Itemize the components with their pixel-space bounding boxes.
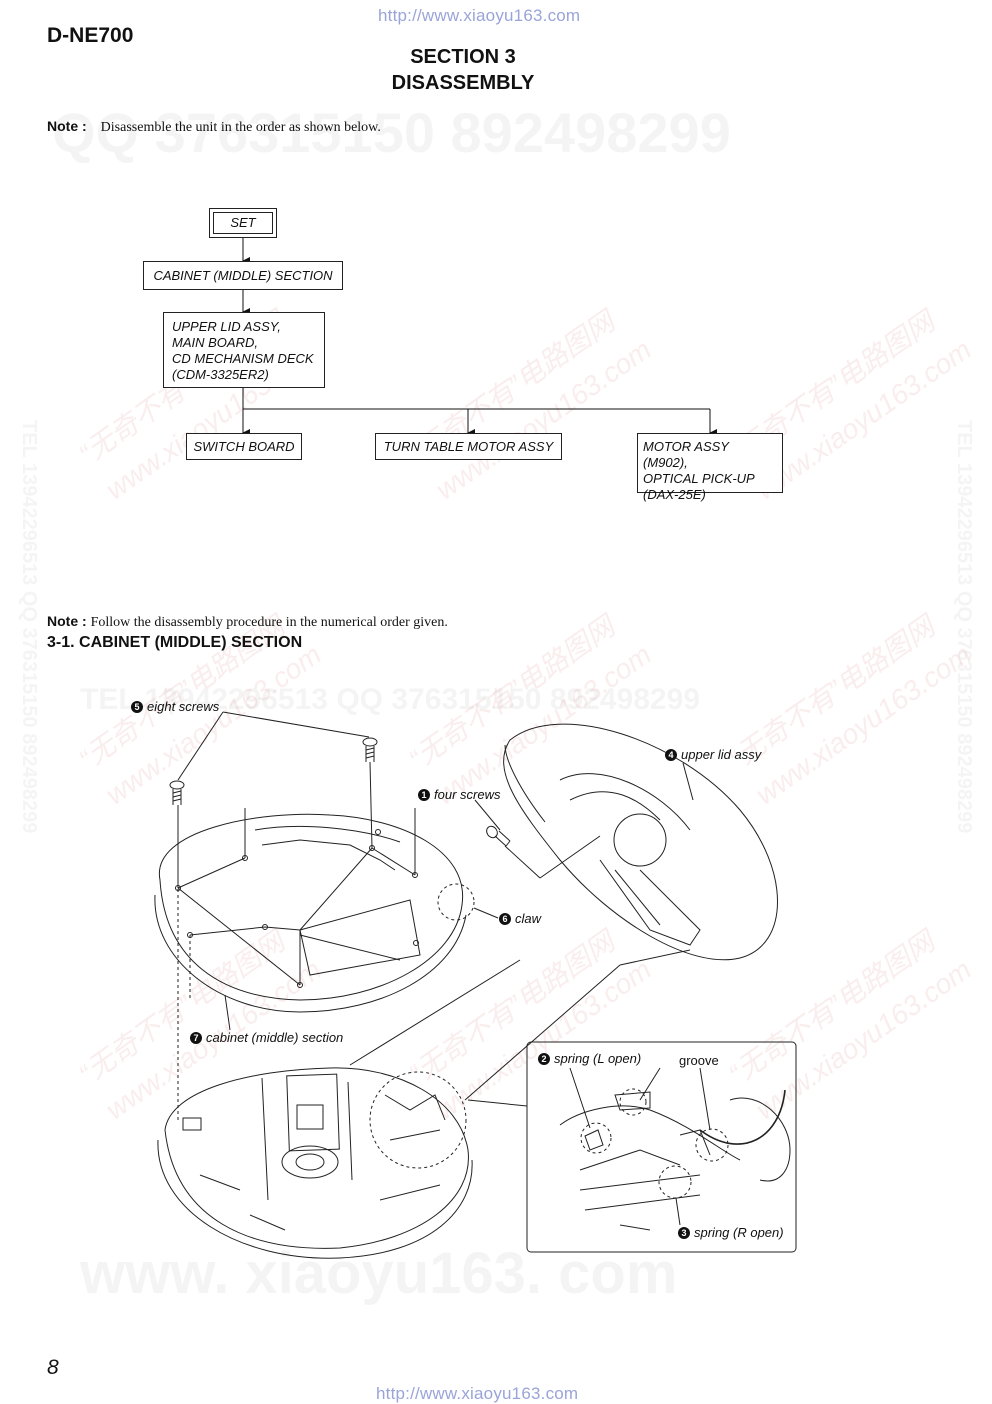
label-spring-r-open: 3 spring (R open) xyxy=(678,1225,784,1240)
label-four-screws-text: four screws xyxy=(434,787,501,802)
label-groove: groove xyxy=(679,1053,719,1068)
flow-box-set: SET xyxy=(209,208,277,238)
flow-box-set-inner: SET xyxy=(213,212,273,234)
label-eight-screws-text: eight screws xyxy=(147,699,220,714)
step-5-marker: 5 xyxy=(131,701,143,713)
flow-box-switch-board: SWITCH BOARD xyxy=(186,433,302,460)
subsection-title: 3-1. CABINET (MIDDLE) SECTION xyxy=(47,634,303,651)
top-url-link[interactable]: http://www.xiaoyu163.com xyxy=(378,6,581,25)
note-label: Note : xyxy=(47,118,87,134)
flow-upper-line-1: UPPER LID ASSY, xyxy=(172,319,281,334)
step-4-marker: 4 xyxy=(665,749,677,761)
step-7-marker: 7 xyxy=(190,1032,202,1044)
label-spring-r-text: spring (R open) xyxy=(694,1225,784,1240)
label-eight-screws: 5 eight screws xyxy=(131,699,219,714)
page-number: 8 xyxy=(47,1356,59,1379)
step-6-marker: 6 xyxy=(499,913,511,925)
exploded-view-diagram xyxy=(154,711,797,1259)
flow-box-turntable: TURN TABLE MOTOR ASSY xyxy=(375,433,562,460)
flow-motor-line-3: (DAX-25E) xyxy=(643,487,706,502)
flow-upper-line-3: CD MECHANISM DECK xyxy=(172,351,314,366)
label-cabinet-middle: 7 cabinet (middle) section xyxy=(190,1030,343,1045)
section-title: DISASSEMBLY xyxy=(391,72,535,94)
flow-upper-line-4: (CDM-3325ER2) xyxy=(172,367,269,382)
screw-left xyxy=(169,780,185,805)
note2-label: Note : xyxy=(47,613,87,629)
step-1-marker: 1 xyxy=(418,789,430,801)
step-3-marker: 3 xyxy=(678,1227,690,1239)
label-upper-lid-assy: 4 upper lid assy xyxy=(665,747,761,762)
label-spring-l-text: spring (L open) xyxy=(554,1051,642,1066)
screw-right xyxy=(362,737,378,762)
watermark-tel-mid: TEL 13942296513 QQ 376315150 892498299 xyxy=(80,683,700,717)
flow-upper-line-2: MAIN BOARD, xyxy=(172,335,258,350)
flow-box-cabinet: CABINET (MIDDLE) SECTION xyxy=(143,261,343,290)
note2-text: Follow the disassembly procedure in the … xyxy=(90,615,448,630)
label-claw-text: claw xyxy=(515,911,542,926)
label-four-screws: 1 four screws xyxy=(418,787,500,802)
bottom-url-link[interactable]: http://www.xiaoyu163.com xyxy=(376,1384,579,1403)
flow-motor-line-1: MOTOR ASSY (M902), xyxy=(643,439,729,470)
flow-box-motor-assy: MOTOR ASSY (M902), OPTICAL PICK-UP (DAX-… xyxy=(637,433,783,502)
note-procedure: Note : Follow the disassembly procedure … xyxy=(47,613,448,631)
note-text: Disassemble the unit in the order as sho… xyxy=(100,120,381,135)
flow-box-upper-lid: UPPER LID ASSY, MAIN BOARD, CD MECHANISM… xyxy=(163,312,325,388)
watermark-qq-top: QQ 376315150 892498299 xyxy=(52,100,731,165)
label-claw: 6 claw xyxy=(499,911,541,926)
note-disassemble-order: Note : Disassemble the unit in the order … xyxy=(47,118,381,136)
screw-four xyxy=(486,825,511,847)
section-number: SECTION 3 xyxy=(410,46,516,68)
flow-motor-line-2: OPTICAL PICK-UP xyxy=(643,471,755,486)
flowchart-connectors xyxy=(242,238,717,437)
label-spring-l-open: 2 spring (L open) xyxy=(538,1051,641,1066)
label-upper-lid-text: upper lid assy xyxy=(681,747,762,762)
model-name: D-NE700 xyxy=(47,24,134,47)
step-2-marker: 2 xyxy=(538,1053,550,1065)
label-cabinet-middle-text: cabinet (middle) section xyxy=(206,1030,344,1045)
